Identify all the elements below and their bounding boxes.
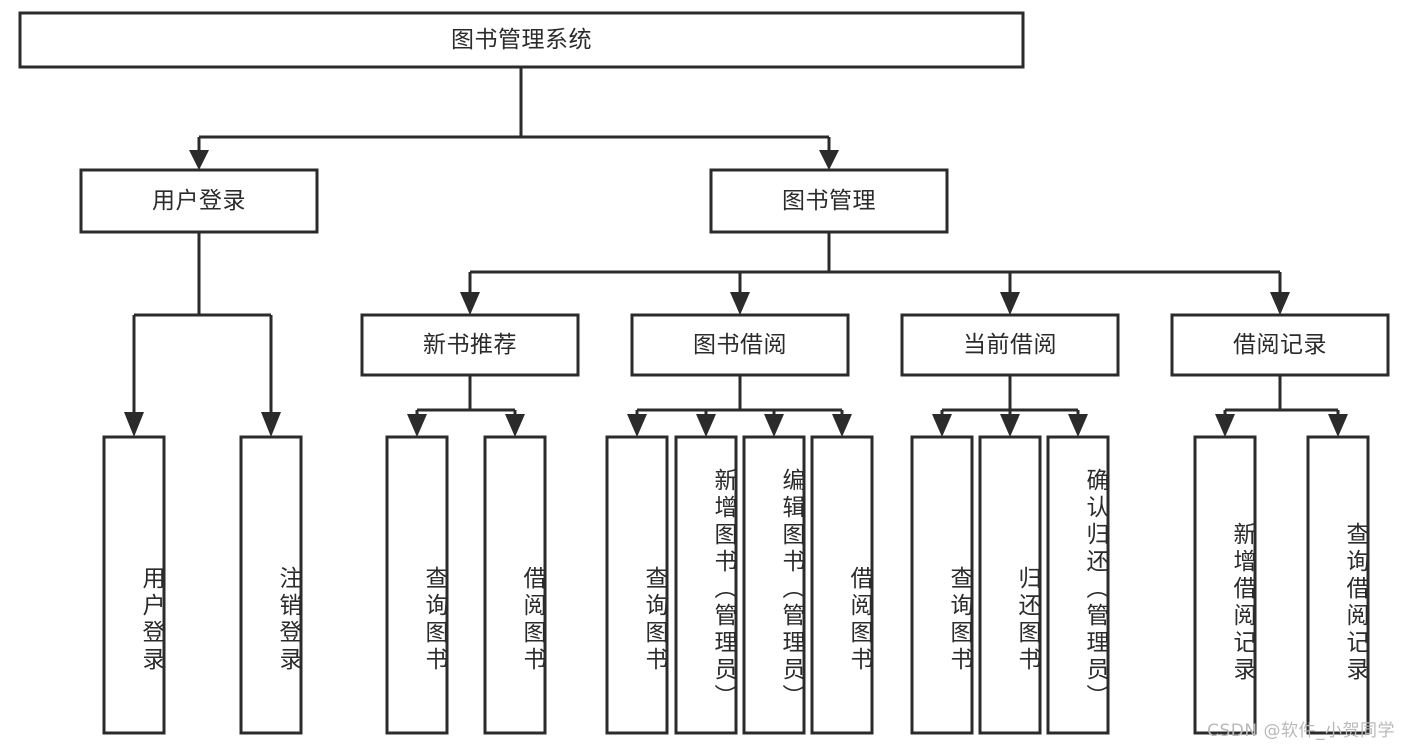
node-box-root[interactable] xyxy=(18,11,1025,69)
node-box-leaf-logout[interactable] xyxy=(239,435,303,735)
arrowhead-leaf-return-book xyxy=(1000,414,1020,437)
node-box-current-borrow[interactable] xyxy=(900,313,1120,377)
arrowhead-leaf-logout xyxy=(261,412,281,437)
node-box-leaf-borrow-book-2[interactable] xyxy=(810,435,874,735)
node-box-book-manage[interactable] xyxy=(709,168,949,234)
node-box-new-book-recommend[interactable] xyxy=(360,313,580,377)
csdn-watermark: CSDN @软件_小贺同学 xyxy=(1207,721,1395,741)
node-box-leaf-borrow-book-1[interactable] xyxy=(483,435,547,735)
node-box-leaf-query-record[interactable] xyxy=(1306,435,1370,735)
node-box-leaf-confirm-return[interactable] xyxy=(1046,435,1110,735)
node-box-leaf-add-book[interactable] xyxy=(674,435,738,735)
node-box-borrow-record[interactable] xyxy=(1170,313,1390,377)
node-box-leaf-query-book-1[interactable] xyxy=(385,435,449,735)
arrowhead-new-book-recommend xyxy=(460,292,480,315)
arrowhead-book-manage xyxy=(819,150,839,170)
node-box-leaf-query-book-3[interactable] xyxy=(910,435,974,735)
arrowhead-leaf-borrow-book-2 xyxy=(832,414,852,437)
arrowhead-leaf-query-book-3 xyxy=(932,414,952,437)
node-box-book-borrow[interactable] xyxy=(630,313,850,377)
arrowhead-leaf-query-record xyxy=(1328,414,1348,437)
arrowhead-leaf-edit-book xyxy=(764,414,784,437)
arrowhead-leaf-user-login xyxy=(124,412,144,437)
arrowhead-leaf-confirm-return xyxy=(1068,414,1088,437)
arrowhead-user-login xyxy=(189,150,209,170)
arrowhead-book-borrow xyxy=(730,292,750,315)
arrowhead-leaf-borrow-book-1 xyxy=(505,414,525,437)
arrowhead-leaf-add-record xyxy=(1215,414,1235,437)
node-box-leaf-add-record[interactable] xyxy=(1193,435,1257,735)
arrowhead-borrow-record xyxy=(1270,292,1290,315)
node-box-leaf-query-book-2[interactable] xyxy=(605,435,669,735)
arrowhead-leaf-add-book xyxy=(696,414,716,437)
node-box-leaf-user-login[interactable] xyxy=(102,435,166,735)
node-box-user-login[interactable] xyxy=(79,168,319,234)
arrowhead-current-borrow xyxy=(1000,292,1020,315)
arrowhead-leaf-query-book-1 xyxy=(407,414,427,437)
arrowhead-leaf-query-book-2 xyxy=(627,414,647,437)
node-box-leaf-edit-book[interactable] xyxy=(742,435,806,735)
node-box-leaf-return-book[interactable] xyxy=(978,435,1042,735)
